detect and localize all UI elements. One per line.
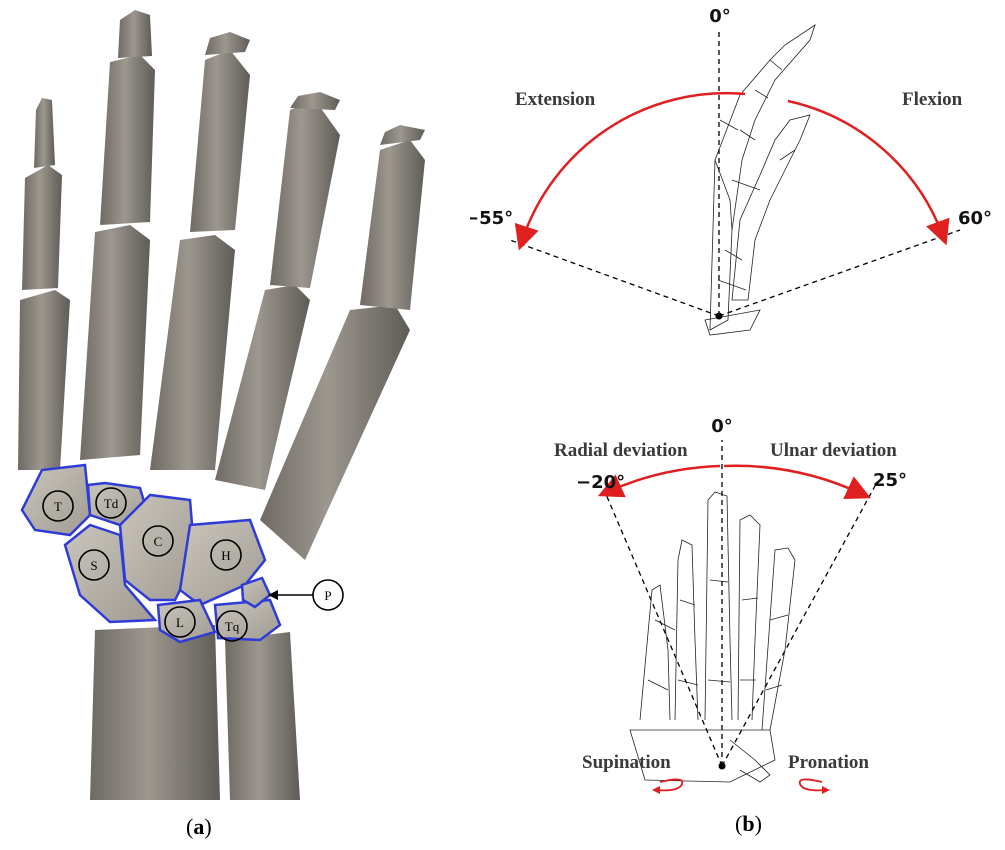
- flexion-zero-label: 0°: [709, 6, 731, 27]
- flexion-limit-line: [719, 230, 960, 316]
- flexion-label: Flexion: [902, 89, 963, 110]
- thumb-phalanx: [22, 165, 62, 290]
- sagittal-wireframe-hand: [705, 25, 815, 335]
- panel-a-hand-skeleton: T Td S C H L Tq P: [0, 0, 470, 800]
- carpal-label-td: Td: [104, 496, 119, 511]
- caption-a-letter: a: [193, 814, 204, 839]
- carpal-label-s: S: [90, 558, 97, 573]
- little-tip: [380, 125, 425, 145]
- supination-label: Supination: [582, 752, 671, 773]
- ulnar-angle-label: 25°: [873, 470, 907, 491]
- carpal-label-p: P: [324, 588, 331, 603]
- caption-b-letter: b: [742, 811, 754, 836]
- hand-skeleton-illustration: T Td S C H L Tq P: [0, 0, 470, 800]
- ulnar-deviation-label: Ulnar deviation: [770, 440, 897, 461]
- deviation-diagram: 0° Radial deviation Ulnar deviation −20°…: [554, 416, 907, 794]
- middle-metacarpal: [150, 235, 235, 470]
- supination-rotation-icon: [652, 779, 682, 794]
- radial-angle-label: −20°: [576, 472, 625, 493]
- radial-deviation-label: Radial deviation: [554, 440, 688, 461]
- carpal-label-c: C: [154, 534, 163, 549]
- caption-b: (b): [735, 811, 762, 837]
- index-phalanx: [100, 55, 155, 225]
- extension-label: Extension: [515, 89, 596, 110]
- frontal-wireframe-hand: [630, 492, 795, 782]
- middle-tip: [205, 32, 250, 55]
- ring-tip: [290, 92, 340, 110]
- little-phalanx: [360, 140, 425, 310]
- ulna-bone: [225, 632, 300, 800]
- thumb-tip: [34, 98, 55, 168]
- deviation-zero-label: 0°: [711, 416, 733, 437]
- panel-b-motion-ranges: 0° Extension Flexion −55° 60°: [470, 0, 1005, 845]
- ring-phalanx: [270, 100, 340, 288]
- index-tip: [118, 10, 152, 58]
- carpal-label-tq: Tq: [225, 619, 240, 634]
- ulnar-limit-line: [722, 486, 875, 766]
- flexion-extension-diagram: 0° Extension Flexion −55° 60°: [470, 6, 992, 335]
- pronation-rotation-icon: [800, 779, 830, 794]
- flexion-arc-arrow: [788, 101, 943, 236]
- radius-bone: [90, 625, 220, 800]
- pronation-label: Pronation: [788, 752, 869, 773]
- extension-limit-line: [510, 240, 719, 316]
- flexion-angle-label: 60°: [958, 208, 992, 229]
- middle-phalanx: [190, 50, 250, 232]
- thumb-metacarpal: [18, 290, 70, 470]
- motion-range-illustration: 0° Extension Flexion −55° 60°: [470, 0, 1005, 845]
- ulnar-arc-arrow: [724, 466, 862, 494]
- extension-arc-arrow: [522, 93, 745, 241]
- flexion-pivot-point: [716, 313, 723, 320]
- carpal-label-l: L: [176, 615, 184, 630]
- index-metacarpal: [80, 225, 150, 460]
- caption-a: (a): [186, 814, 212, 840]
- extension-angle-label: −55°: [470, 208, 513, 229]
- radial-limit-line: [605, 492, 722, 766]
- carpal-label-h: H: [221, 548, 230, 563]
- carpal-label-t: T: [54, 499, 62, 514]
- deviation-pivot-point: [719, 763, 726, 770]
